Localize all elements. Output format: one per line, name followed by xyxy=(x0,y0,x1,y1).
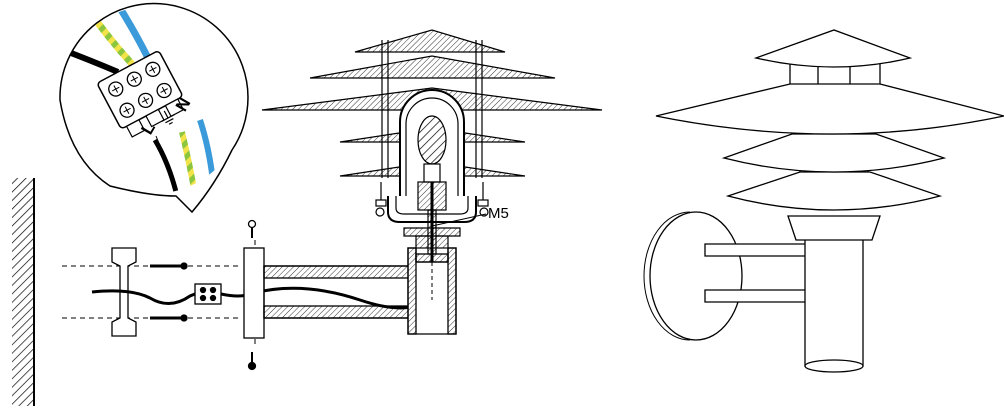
tier-2 xyxy=(309,55,556,79)
screw-vertical-bottom xyxy=(247,352,257,371)
lamp-assembled xyxy=(643,29,1004,373)
screw-vertical-top xyxy=(247,219,257,238)
alignment-lines xyxy=(62,240,256,345)
shade-tier-large xyxy=(655,83,1004,135)
wire-tip xyxy=(155,135,161,147)
cable-terminal-block xyxy=(194,283,222,305)
earth-ground-icon xyxy=(161,110,175,125)
tier-1 xyxy=(354,29,506,53)
mounting-exploded xyxy=(62,219,457,371)
arm-tube-bottom xyxy=(263,305,415,319)
supply-cable xyxy=(91,289,201,305)
terminal-block xyxy=(97,51,185,138)
screw-size-label: M5 xyxy=(488,205,509,222)
arm-tube-top xyxy=(263,265,415,279)
nut-left xyxy=(375,182,387,207)
blue-wire-in xyxy=(117,6,152,60)
nut-right xyxy=(477,182,489,207)
collar xyxy=(787,215,881,241)
shade-tier-bottom xyxy=(725,171,943,211)
arm-upper xyxy=(704,243,811,257)
terminal-detail-bubble xyxy=(58,2,249,214)
wall-plate-assembled xyxy=(649,211,743,341)
bulb xyxy=(417,115,447,165)
shade-tier-middle xyxy=(721,133,947,173)
shade-cap xyxy=(753,29,913,68)
wall-plate xyxy=(243,247,265,339)
screw-bottom xyxy=(150,314,188,322)
terminal-screws xyxy=(108,61,172,118)
arm-lower xyxy=(704,289,811,303)
lamp-cross-section xyxy=(261,29,603,255)
stem xyxy=(804,235,864,367)
screw-top xyxy=(150,262,188,270)
wall xyxy=(12,178,35,406)
